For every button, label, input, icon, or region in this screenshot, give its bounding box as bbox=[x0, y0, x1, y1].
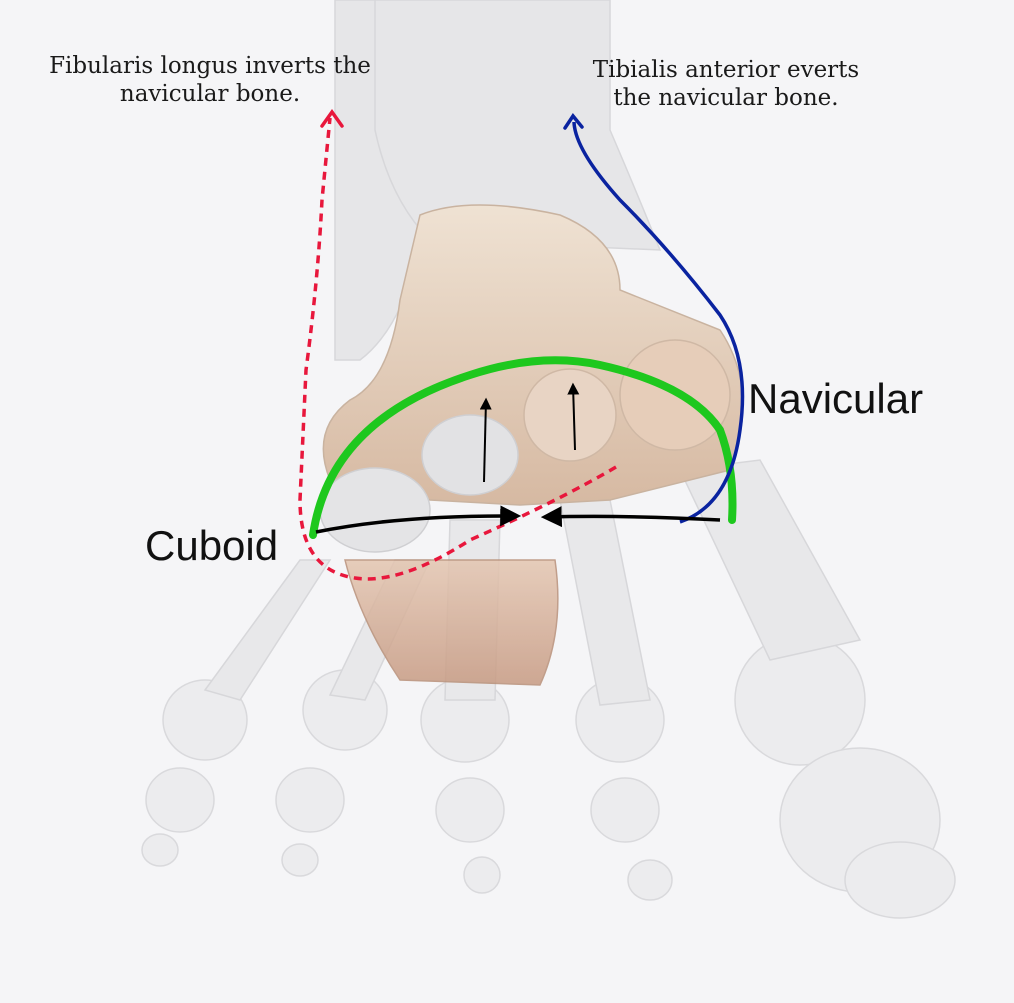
fibularis-arrowhead bbox=[320, 108, 344, 128]
phalanges bbox=[141, 634, 956, 919]
fibularis-annotation-line2: navicular bone. bbox=[119, 81, 301, 107]
tibialis-anterior-annotation: Tibialis anterior everts the navicular b… bbox=[574, 56, 878, 112]
fibularis-longus-path bbox=[298, 117, 617, 581]
tibialis-anterior-path bbox=[572, 121, 745, 524]
up-arrow-left bbox=[479, 397, 492, 483]
up-arrow-right bbox=[567, 382, 580, 451]
fibularis-annotation-line1: Fibularis longus inverts the bbox=[49, 53, 371, 79]
cuboid-label: Cuboid bbox=[145, 522, 279, 569]
navicular-arrow bbox=[540, 506, 721, 528]
tarsal-bones bbox=[319, 204, 744, 686]
fibula-bone bbox=[374, 0, 662, 251]
tibialis-annotation-line2: the navicular bone. bbox=[613, 85, 839, 111]
tibialis-arrowhead bbox=[563, 113, 584, 130]
fibularis-longus-annotation: Fibularis longus inverts the navicular b… bbox=[28, 52, 392, 108]
cuboid-arrow bbox=[315, 505, 522, 534]
navicular-label: Navicular bbox=[748, 375, 924, 422]
transverse-arch-curve bbox=[309, 356, 737, 539]
tibialis-annotation-line1: Tibialis anterior everts bbox=[592, 57, 860, 83]
